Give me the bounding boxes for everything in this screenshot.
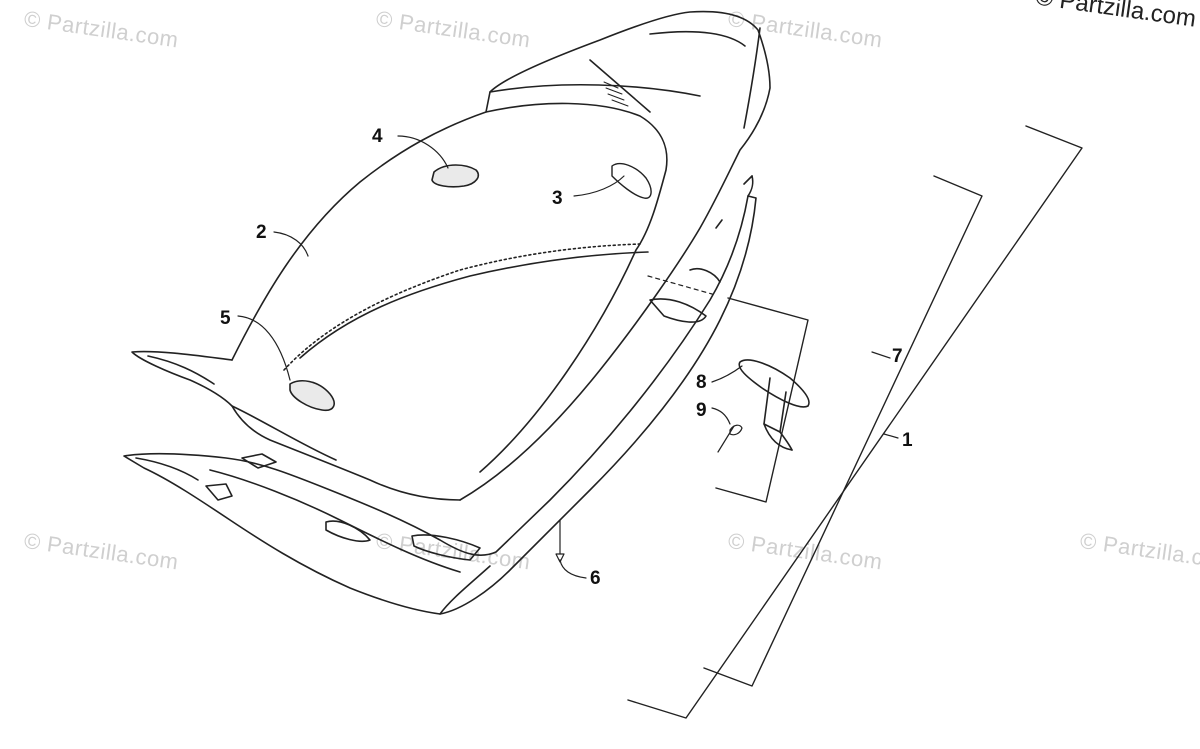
callout-2: 2 bbox=[256, 222, 267, 243]
bracket-1 bbox=[627, 125, 1083, 719]
callout-9: 9 bbox=[696, 400, 707, 421]
seat-cushion bbox=[131, 10, 771, 501]
latch-bracket-8 bbox=[738, 359, 810, 451]
bracket-7 bbox=[703, 175, 983, 687]
callout-1: 1 bbox=[902, 430, 913, 451]
callout-7: 7 bbox=[892, 346, 903, 367]
callout-4: 4 bbox=[372, 126, 383, 147]
callout-3: 3 bbox=[552, 188, 563, 209]
callout-5: 5 bbox=[220, 308, 231, 329]
callout-8: 8 bbox=[696, 372, 707, 393]
seat-logo-panel bbox=[603, 81, 629, 107]
subassembly-frame bbox=[715, 297, 809, 503]
callout-6: 6 bbox=[590, 568, 601, 589]
seat-base bbox=[123, 175, 757, 615]
patch-4 bbox=[431, 164, 480, 188]
pull-tab-3 bbox=[611, 162, 652, 199]
patch-5 bbox=[289, 380, 335, 412]
rivet-9 bbox=[717, 424, 743, 453]
